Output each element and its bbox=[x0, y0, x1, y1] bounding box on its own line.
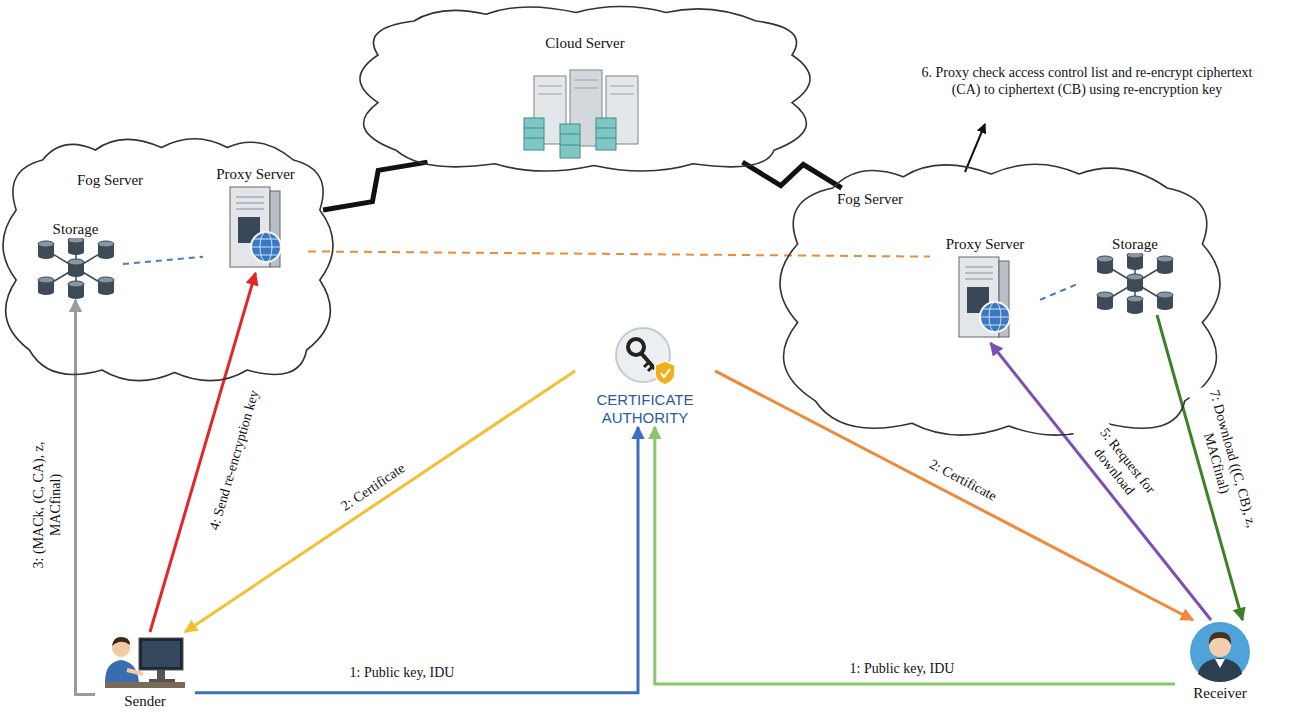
storage-icon bbox=[1090, 253, 1180, 315]
node-label: Receiver bbox=[1193, 684, 1246, 702]
cloud-server: Cloud Server bbox=[360, 4, 810, 174]
connector bbox=[308, 251, 930, 256]
edge-label: 2: Certificate bbox=[317, 445, 429, 528]
servers-icon bbox=[520, 66, 650, 161]
proxy-icon bbox=[945, 253, 1025, 343]
servers-icon bbox=[520, 66, 650, 161]
receiver-user: Receiver bbox=[1175, 620, 1265, 702]
cloud-title: Fog Server bbox=[45, 171, 175, 189]
node-label: Sender bbox=[124, 692, 166, 710]
edge-label: 1: Public key, IDU bbox=[810, 660, 994, 677]
sender-icon bbox=[103, 632, 187, 692]
connector bbox=[185, 371, 575, 632]
leader-arrow bbox=[965, 124, 985, 172]
storage-icon bbox=[31, 238, 121, 300]
proxy-server: Proxy Server bbox=[930, 235, 1040, 343]
lightning-link bbox=[743, 162, 842, 188]
cloud-title: Cloud Server bbox=[510, 34, 660, 52]
fog-server-cloud: Fog ServerStorage Proxy Server bbox=[3, 135, 333, 385]
storage-icon bbox=[31, 238, 121, 300]
proxy-icon bbox=[945, 253, 1025, 343]
node-label: Storage bbox=[53, 220, 99, 238]
edge-label: 4: Send re-encryption key bbox=[204, 384, 264, 537]
connector bbox=[195, 427, 638, 693]
node-label: CERTIFICATE AUTHORITY bbox=[580, 391, 710, 427]
sender-user: Sender bbox=[95, 632, 195, 710]
ca-icon bbox=[609, 325, 681, 387]
receiver-icon bbox=[1188, 620, 1252, 684]
storage-box: Storage bbox=[28, 220, 123, 300]
connector bbox=[715, 371, 1193, 620]
fog-server-cloud: Fog ServerProxy Server Storage bbox=[780, 160, 1220, 440]
connector bbox=[123, 257, 203, 264]
node-label: Proxy Server bbox=[216, 165, 295, 183]
edge-label: 1: Public key, IDU bbox=[310, 664, 494, 681]
storage-box: Storage bbox=[1080, 235, 1190, 315]
connector bbox=[76, 300, 96, 694]
certificate-authority: CERTIFICATE AUTHORITY bbox=[575, 325, 715, 427]
edge-label: 2: Certificate bbox=[904, 444, 1022, 517]
node-label: Proxy Server bbox=[946, 235, 1025, 253]
node-label: Storage bbox=[1112, 235, 1158, 253]
step-note: 6. Proxy check access control list and r… bbox=[905, 64, 1269, 98]
proxy-icon bbox=[216, 183, 296, 273]
edge-label: 3: (MACk, (C, CA), z, MACfinal) bbox=[29, 416, 63, 595]
sender-icon bbox=[103, 632, 187, 692]
storage-icon bbox=[1090, 253, 1180, 315]
connector bbox=[1040, 283, 1080, 300]
receiver-icon bbox=[1188, 620, 1252, 684]
lightning-link bbox=[323, 162, 427, 210]
connector bbox=[655, 427, 1175, 684]
proxy-icon bbox=[216, 183, 296, 273]
ca-icon bbox=[609, 325, 681, 387]
cloud-title: Fog Server bbox=[805, 190, 935, 208]
edge-label: 7: Download ((C, CB), z, MACfinal) bbox=[1188, 382, 1262, 539]
proxy-server: Proxy Server bbox=[203, 165, 308, 273]
